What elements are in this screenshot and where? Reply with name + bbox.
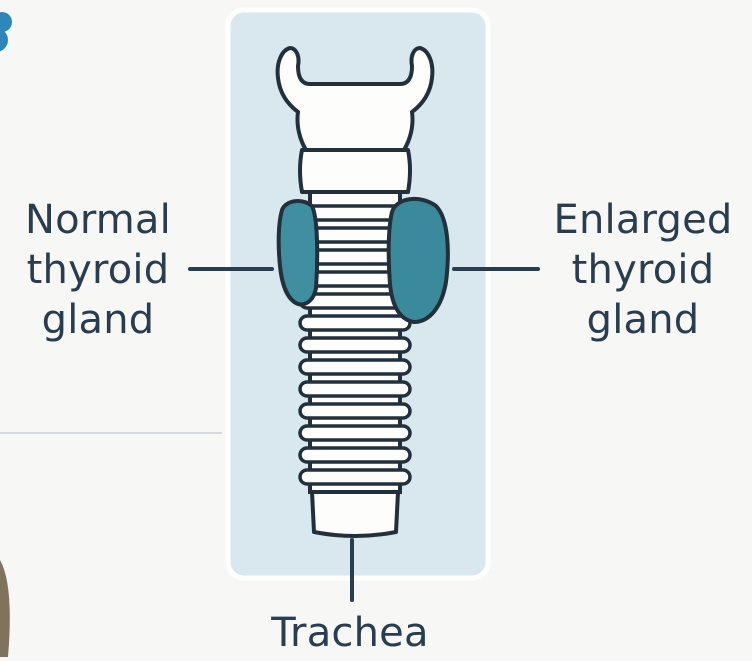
tracheal-ring xyxy=(300,448,410,462)
enlarged-label-line-2: thyroid xyxy=(548,245,738,295)
normal-thyroid-label: Normal thyroid gland xyxy=(18,195,178,345)
enlarged-thyroid-lobe xyxy=(389,199,448,322)
trachea-label: Trachea xyxy=(250,608,450,658)
enlarged-label-line-3: gland xyxy=(548,295,738,345)
enlarged-thyroid-label: Enlarged thyroid gland xyxy=(548,195,738,345)
normal-label-line-2: thyroid xyxy=(18,245,178,295)
tracheal-ring xyxy=(300,382,410,396)
tracheal-ring xyxy=(300,470,410,484)
enlarged-label-line-1: Enlarged xyxy=(548,195,738,245)
normal-label-line-1: Normal xyxy=(18,195,178,245)
normal-thyroid-lobe xyxy=(279,201,318,304)
tracheal-ring xyxy=(300,404,410,418)
normal-label-line-3: gland xyxy=(18,295,178,345)
tracheal-ring xyxy=(300,426,410,440)
tracheal-ring xyxy=(300,360,410,374)
trachea-label-text: Trachea xyxy=(250,608,450,658)
tracheal-ring xyxy=(300,338,410,352)
corner-accent-icon xyxy=(0,12,12,52)
tracheal-ring xyxy=(300,316,410,330)
background-decoration xyxy=(0,560,10,657)
